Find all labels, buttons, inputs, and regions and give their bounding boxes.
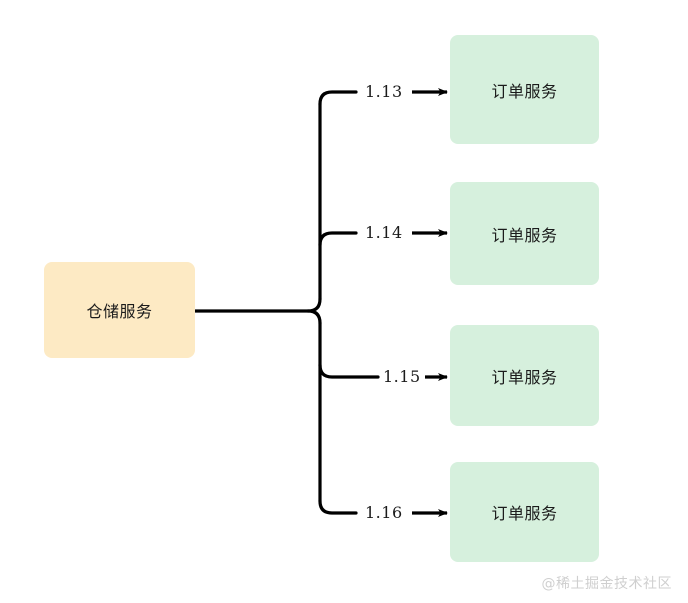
node-target-order-service-1[interactable]: 订单服务 (450, 35, 599, 144)
edge-label-1-15: 1.15 (383, 367, 421, 386)
node-source-label: 仓储服务 (86, 302, 153, 321)
node-target-label-4: 订单服务 (491, 504, 558, 523)
connector-trunk-lower (306, 309, 322, 325)
node-source-warehouse-service[interactable]: 仓储服务 (44, 262, 195, 358)
node-target-order-service-2[interactable]: 订单服务 (450, 182, 599, 285)
node-target-label-3: 订单服务 (491, 367, 558, 387)
edge-label-1-13: 1.13 (365, 82, 403, 101)
edge-label-1-16: 1.16 (365, 503, 403, 522)
edge-label-1-14: 1.14 (365, 223, 403, 242)
connector-trunk (193, 297, 322, 313)
connector-branch-2 (318, 231, 358, 247)
node-target-label-1: 订单服务 (491, 81, 558, 101)
node-target-order-service-4[interactable]: 订单服务 (450, 462, 599, 562)
node-target-order-service-3[interactable]: 订单服务 (450, 325, 599, 426)
node-target-label-2: 订单服务 (491, 225, 558, 245)
connector-branch-1 (318, 90, 358, 106)
connector-branch-3 (318, 363, 380, 379)
watermark: @稀土掘金技术社区 (541, 576, 672, 592)
connector-branch-4 (318, 499, 358, 515)
